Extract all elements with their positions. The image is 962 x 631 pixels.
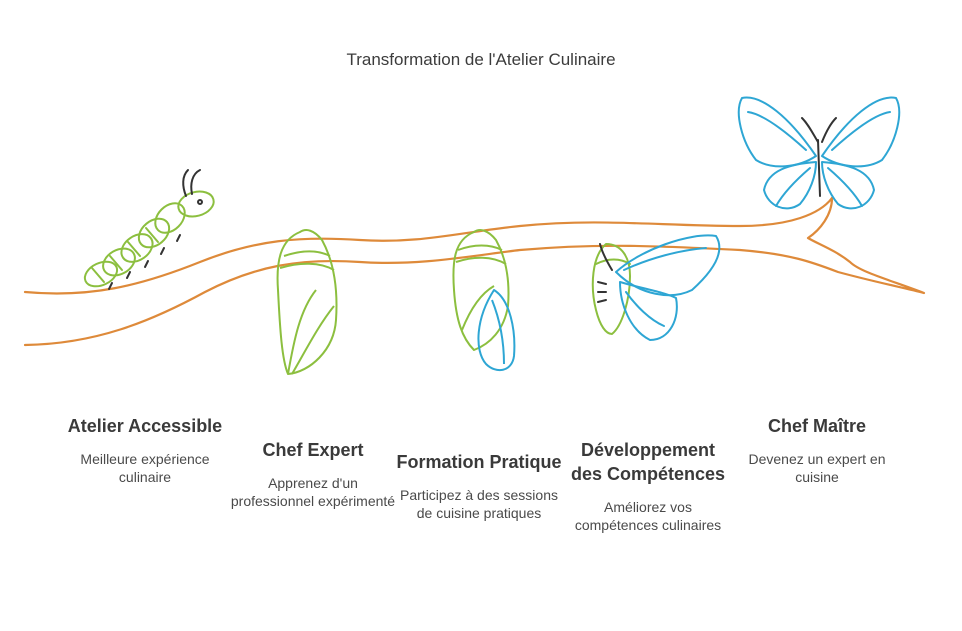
stage-description: Apprenez d'un professionnel expérimenté	[230, 475, 396, 509]
stage-formation-pratique: Formation Pratique Participez à des sess…	[394, 450, 564, 522]
stage-description: Participez à des sessions de cuisine pra…	[400, 487, 558, 521]
stage-description: Devenez un expert en cuisine	[748, 451, 886, 485]
stage-chef-expert: Chef Expert Apprenez d'un professionnel …	[228, 438, 398, 510]
stage-description: Améliorez vos compétences culinaires	[574, 499, 722, 533]
stage-title: Atelier Accessible	[67, 416, 223, 436]
stage-title: Formation Pratique	[396, 452, 562, 472]
stage-chef-maitre: Chef Maître Devenez un expert en cuisine	[732, 414, 902, 486]
stage-title: Chef Maître	[767, 416, 866, 436]
emerging-butterfly-icon	[591, 234, 721, 341]
stage-developpement-competences: Développement des Compétences Améliorez …	[563, 438, 733, 534]
chrysalis-icon	[276, 229, 338, 375]
stage-atelier-accessible: Atelier Accessible Meilleure expérience …	[60, 414, 230, 486]
diagram-title: Transformation de l'Atelier Culinaire	[346, 50, 616, 69]
chrysalis-wing-icon	[452, 229, 516, 372]
caterpillar-icon	[83, 169, 215, 290]
butterfly-icon	[737, 96, 901, 210]
branch-icon	[23, 196, 926, 347]
stage-description: Meilleure expérience culinaire	[80, 451, 210, 485]
stage-title: Développement des Compétences	[570, 440, 726, 484]
stage-title: Chef Expert	[262, 440, 364, 460]
